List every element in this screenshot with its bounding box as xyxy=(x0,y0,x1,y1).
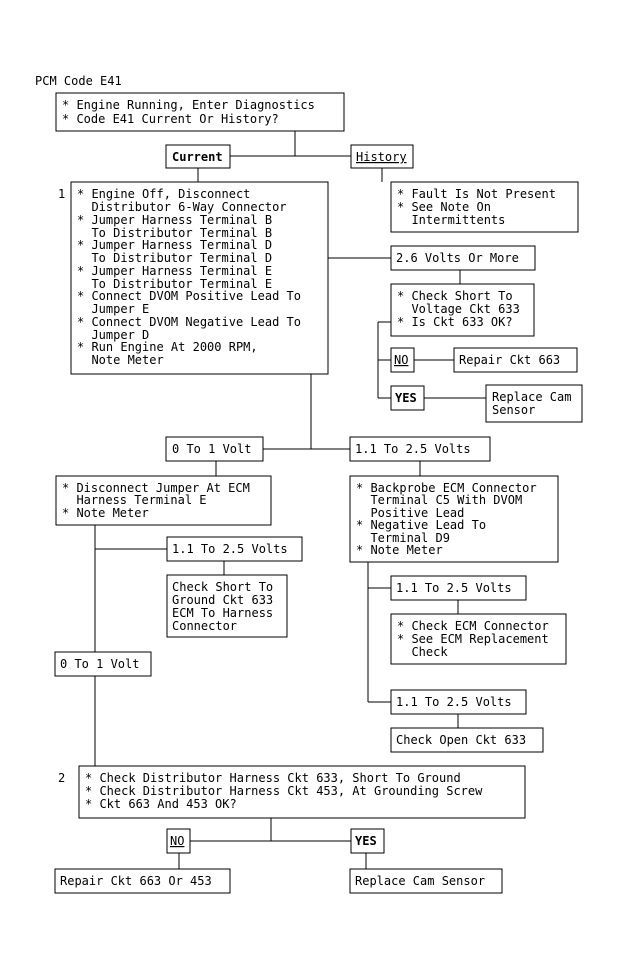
step1-line: Distributor 6-Way Connector xyxy=(77,200,287,214)
step1-line: * Jumper Harness Terminal D xyxy=(77,238,272,252)
disconnect-jumper-line-3: * Note Meter xyxy=(62,506,149,520)
step1-line: * Connect DVOM Positive Lead To xyxy=(77,289,301,303)
check-open-box xyxy=(390,727,544,753)
replace-cam-a-line-2: Sensor xyxy=(492,403,535,417)
step2-line-3: * Ckt 663 And 453 OK? xyxy=(85,797,237,811)
backprobe-line: * Backprobe ECM Connector xyxy=(356,481,537,495)
v26-more-box xyxy=(390,245,536,271)
check-ecm-line-2: * See ECM Replacement xyxy=(397,632,549,646)
step2-box xyxy=(78,765,526,819)
start-line-2: * Code E41 Current Or History? xyxy=(62,112,279,126)
zero-1v-a-box xyxy=(165,436,264,462)
start-line-1: * Engine Running, Enter Diagnostics xyxy=(62,98,315,112)
v11-25-d-label: 1.1 To 2.5 Volts xyxy=(396,695,512,709)
step1-line: * Jumper Harness Terminal B xyxy=(77,213,272,227)
history-result-line-2: * See Note On xyxy=(397,200,491,214)
step1-line: * Run Engine At 2000 RPM, xyxy=(77,340,258,354)
v26-more-label: 2.6 Volts Or More xyxy=(396,251,519,265)
history-box xyxy=(350,144,414,169)
disconnect-jumper-line-1: * Disconnect Jumper At ECM xyxy=(62,481,250,495)
check-open-label: Check Open Ckt 633 xyxy=(396,733,526,747)
step1-line: * Jumper Harness Terminal E xyxy=(77,264,272,278)
backprobe-line: Positive Lead xyxy=(356,506,464,520)
history-result-box xyxy=(390,181,579,233)
current-box xyxy=(165,144,231,169)
check-short-ground-line: Check Short To xyxy=(172,580,273,594)
check-short-ground-box xyxy=(166,574,288,638)
yes-a-box xyxy=(390,385,425,411)
step1-line: To Distributor Terminal D xyxy=(77,251,272,265)
no-b-label: NO xyxy=(170,834,184,848)
check-ecm-line-1: * Check ECM Connector xyxy=(397,619,549,633)
no-b-box xyxy=(166,828,191,854)
yes-a-label: YES xyxy=(395,391,417,405)
check-ecm-box xyxy=(390,613,567,665)
diagram-title: PCM Code E41 xyxy=(35,74,122,88)
step1-line: Jumper D xyxy=(77,328,149,342)
step1-line: * Connect DVOM Negative Lead To xyxy=(77,315,301,329)
step1-line: Note Meter xyxy=(77,353,164,367)
zero-1v-a-label: 0 To 1 Volt xyxy=(172,442,251,456)
step1-line: To Distributor Terminal E xyxy=(77,277,272,291)
v11-25-c-label: 1.1 To 2.5 Volts xyxy=(396,581,512,595)
backprobe-box xyxy=(349,475,559,563)
step2-number: 2 xyxy=(58,771,65,785)
check-short-ground-line: Connector xyxy=(172,619,237,633)
v11-25-a-label: 1.1 To 2.5 Volts xyxy=(355,442,471,456)
replace-cam-b-box xyxy=(349,868,503,894)
start-box xyxy=(55,92,345,132)
check-ecm-line-3: Check xyxy=(397,645,448,659)
repair-663-453-label: Repair Ckt 663 Or 453 xyxy=(60,874,212,888)
no-a-box xyxy=(390,347,415,373)
step1-line: * Engine Off, Disconnect xyxy=(77,187,250,201)
step2-line-2: * Check Distributor Harness Ckt 453, At … xyxy=(85,784,483,798)
step1-text: * Engine Off, Disconnect Distributor 6-W… xyxy=(77,187,301,367)
connector-lines xyxy=(94,131,486,869)
v11-25-d-box xyxy=(390,689,527,715)
repair-663-label: Repair Ckt 663 xyxy=(459,353,560,367)
yes-b-label: YES xyxy=(355,834,377,848)
repair-663-453-box xyxy=(54,868,231,894)
current-label: Current xyxy=(172,150,223,164)
step1-line: Jumper E xyxy=(77,302,149,316)
v11-25-c-box xyxy=(390,575,527,601)
backprobe-line: * Note Meter xyxy=(356,543,443,557)
step1-box xyxy=(70,181,329,375)
step1-line: To Distributor Terminal B xyxy=(77,226,272,240)
check-short-voltage-line-2: Voltage Ckt 633 xyxy=(397,302,520,316)
replace-cam-b-label: Replace Cam Sensor xyxy=(355,874,485,888)
backprobe-line: Terminal C5 With DVOM xyxy=(356,493,522,507)
disconnect-jumper-box xyxy=(55,475,272,526)
yes-b-box xyxy=(350,828,385,854)
history-label: History xyxy=(356,150,407,164)
zero-1v-b-box xyxy=(54,651,152,677)
no-a-label: NO xyxy=(394,353,408,367)
zero-1v-b-label: 0 To 1 Volt xyxy=(60,657,139,671)
v11-25-b-label: 1.1 To 2.5 Volts xyxy=(172,542,288,556)
check-short-voltage-line-1: * Check Short To xyxy=(397,289,513,303)
replace-cam-a-line-1: Replace Cam xyxy=(492,390,571,404)
v11-25-a-box xyxy=(349,436,491,462)
check-short-voltage-line-3: * Is Ckt 633 OK? xyxy=(397,315,513,329)
step2-line-1: * Check Distributor Harness Ckt 633, Sho… xyxy=(85,771,461,785)
repair-663-box xyxy=(453,347,578,373)
backprobe-line: Terminal D9 xyxy=(356,531,450,545)
step1-number: 1 xyxy=(58,187,65,201)
disconnect-jumper-line-2: Harness Terminal E xyxy=(62,493,207,507)
history-result-line-3: Intermittents xyxy=(397,213,505,227)
history-result-line-1: * Fault Is Not Present xyxy=(397,187,556,201)
check-short-voltage-box xyxy=(390,283,535,337)
check-short-ground-line: ECM To Harness xyxy=(172,606,273,620)
backprobe-line: * Negative Lead To xyxy=(356,518,486,532)
check-short-ground-line: Ground Ckt 633 xyxy=(172,593,273,607)
replace-cam-a-box xyxy=(485,384,583,423)
v11-25-b-box xyxy=(166,536,303,562)
